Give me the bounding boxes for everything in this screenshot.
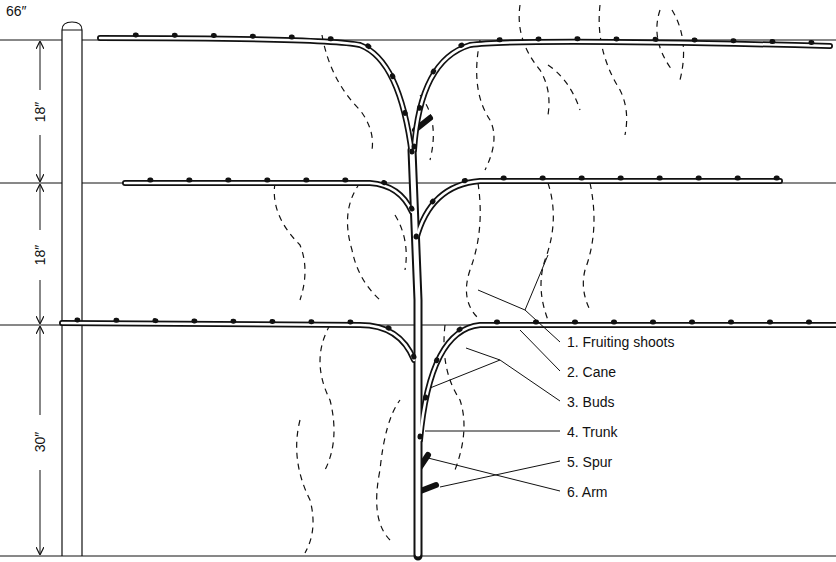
dimension-label: 30″ <box>32 430 48 455</box>
vine-wood <box>62 35 836 556</box>
dimension-label: 18″ <box>32 100 48 125</box>
trellis-post <box>62 22 82 556</box>
dimension-label: 18″ <box>32 243 48 268</box>
callout-label: 5. Spur <box>565 454 614 470</box>
fruiting-shoot <box>274 5 683 553</box>
callout-label: 3. Buds <box>565 394 616 410</box>
callout-label: 2. Cane <box>565 364 618 380</box>
callout-label: 1. Fruiting shoots <box>565 334 676 350</box>
callout-label: 4. Trunk <box>565 424 620 440</box>
callout-label: 6. Arm <box>565 484 609 500</box>
leader-line <box>425 255 560 491</box>
dimension-label: 66″ <box>4 3 29 19</box>
